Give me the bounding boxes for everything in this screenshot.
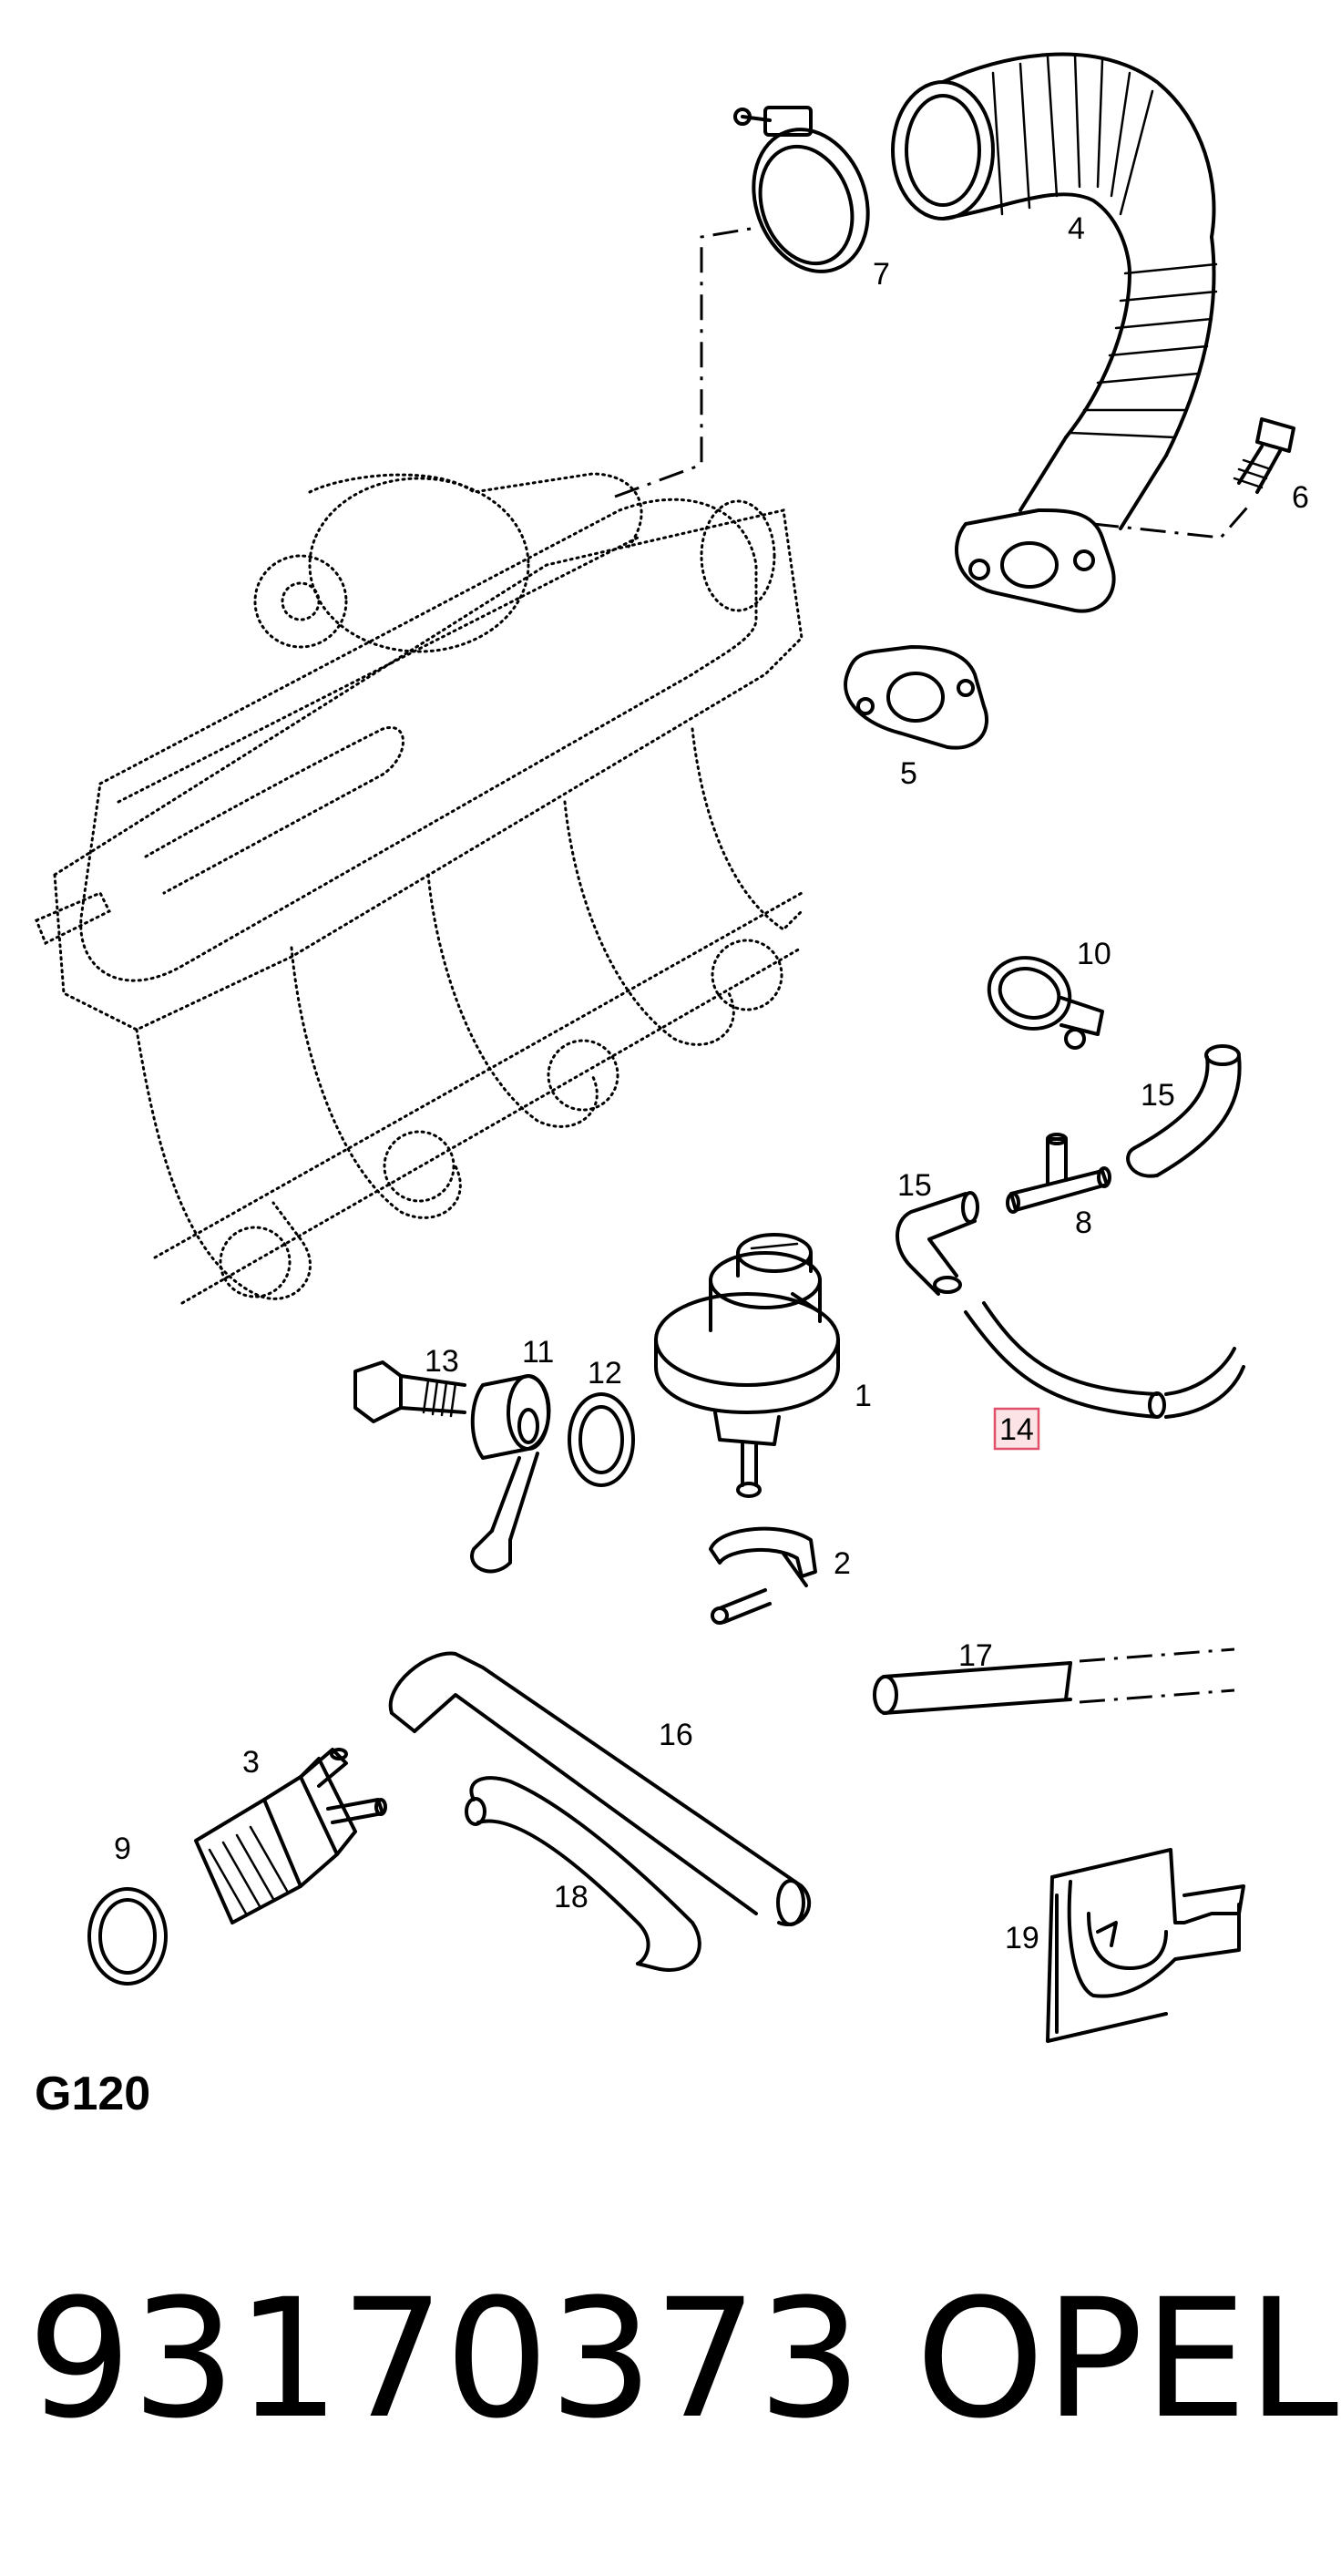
callout-14: 14	[999, 1412, 1034, 1447]
callout-18: 18	[554, 1880, 589, 1914]
part-9-sealing-ring	[87, 1887, 168, 1986]
callout-6: 6	[1292, 480, 1309, 515]
callout-10: 10	[1077, 937, 1111, 971]
callout-19: 19	[1005, 1921, 1039, 1955]
callout-12: 12	[588, 1356, 622, 1391]
callout-16: 16	[659, 1718, 693, 1752]
brand-name: OPEL	[916, 2264, 1339, 2455]
callout-9: 9	[114, 1832, 131, 1866]
callout-4: 4	[1068, 211, 1085, 246]
part-14-hose	[964, 1301, 1245, 1419]
callout-15-upper: 15	[1141, 1078, 1175, 1113]
part-11-banjo-fitting	[470, 1374, 551, 1574]
part-16-bent-hose	[388, 1651, 812, 1926]
intake-manifold	[35, 472, 804, 1305]
part-number: 93170373	[27, 2264, 863, 2455]
part-10-small-clamp	[987, 956, 1104, 1050]
part-6-bolt	[1233, 417, 1295, 494]
part-12-seal-ring	[568, 1392, 635, 1487]
part-8-t-connector	[1006, 1133, 1111, 1214]
part-17-hose	[873, 1647, 1235, 1715]
callout-8: 8	[1075, 1206, 1092, 1240]
callout-17: 17	[958, 1638, 993, 1673]
callout-1: 1	[855, 1379, 872, 1413]
part-19-hose-clip	[1046, 1848, 1245, 2043]
leader-line-7	[614, 226, 757, 498]
part-15-elbow-hose-upper	[1126, 1044, 1242, 1178]
callout-2: 2	[834, 1546, 851, 1581]
leader-line-6	[1092, 500, 1254, 539]
part-3-temperature-switch	[194, 1748, 387, 1924]
part-18-hose	[465, 1776, 701, 1972]
part-7-hose-clamp	[733, 106, 870, 273]
part-4-egr-pipe	[891, 52, 1218, 613]
callout-15-lower: 15	[897, 1168, 932, 1203]
part-15-elbow-hose-lower	[896, 1191, 979, 1296]
part-13-banjo-bolt	[353, 1360, 466, 1423]
callout-7: 7	[873, 257, 890, 292]
callout-14-highlight	[993, 1407, 1040, 1451]
footer: 93170373 OPEL	[27, 2260, 1338, 2460]
callout-11: 11	[522, 1335, 554, 1370]
part-5-gasket	[844, 645, 989, 750]
diagram-code: G120	[35, 2068, 151, 2120]
exploded-parts-diagram: 7 4 6 5 10 15 15 8 1 13 11 12 14 2 17 16…	[35, 52, 1309, 2043]
part-1-egr-valve	[654, 1233, 840, 1498]
callout-3: 3	[242, 1745, 260, 1780]
part-2-clamp	[709, 1526, 817, 1625]
callout-5: 5	[900, 756, 917, 791]
callout-13: 13	[425, 1344, 459, 1379]
